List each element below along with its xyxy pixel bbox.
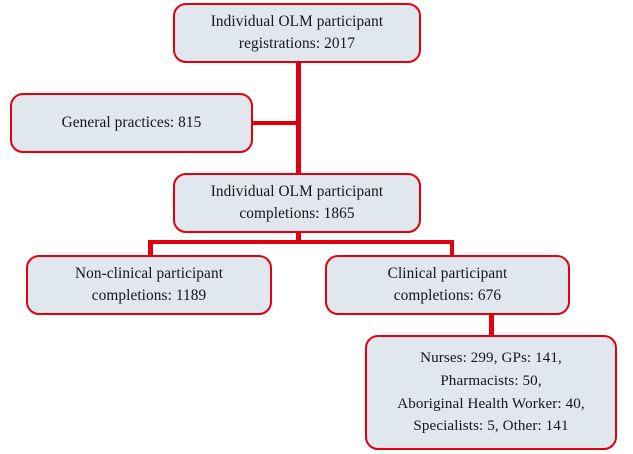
connector-clinical-to-breakdown [489,314,494,337]
connector-registrations-to-practices [252,120,300,125]
node-individual-olm-participant-registrations[interactable]: Individual OLM participant registrations… [173,3,421,63]
node-non-clinical-participant-completions[interactable]: Non-clinical participant completions: 11… [26,255,272,315]
connector-completions-to-nonclinical [148,239,153,257]
node-label: Individual OLM participant registrations… [210,13,384,52]
connector-registrations-to-completions [296,62,301,174]
node-label: Clinical participant completions: 676 [387,265,508,304]
node-general-practices[interactable]: General practices: 815 [10,93,253,153]
node-label: Nurses: 299, GPs: 141, Pharmacists: 50, … [397,349,585,435]
node-label: General practices: 815 [61,114,202,132]
node-clinical-participant-breakdown[interactable]: Nurses: 299, GPs: 141, Pharmacists: 50, … [365,335,617,450]
node-clinical-participant-completions[interactable]: Clinical participant completions: 676 [325,255,570,315]
node-individual-olm-participant-completions[interactable]: Individual OLM participant completions: … [173,173,421,233]
node-label: Non-clinical participant completions: 11… [74,265,224,304]
connector-completions-split-bar [148,239,454,244]
connector-completions-to-clinical [449,239,454,257]
node-label: Individual OLM participant completions: … [210,183,384,222]
connector-completions-stem [296,232,301,244]
